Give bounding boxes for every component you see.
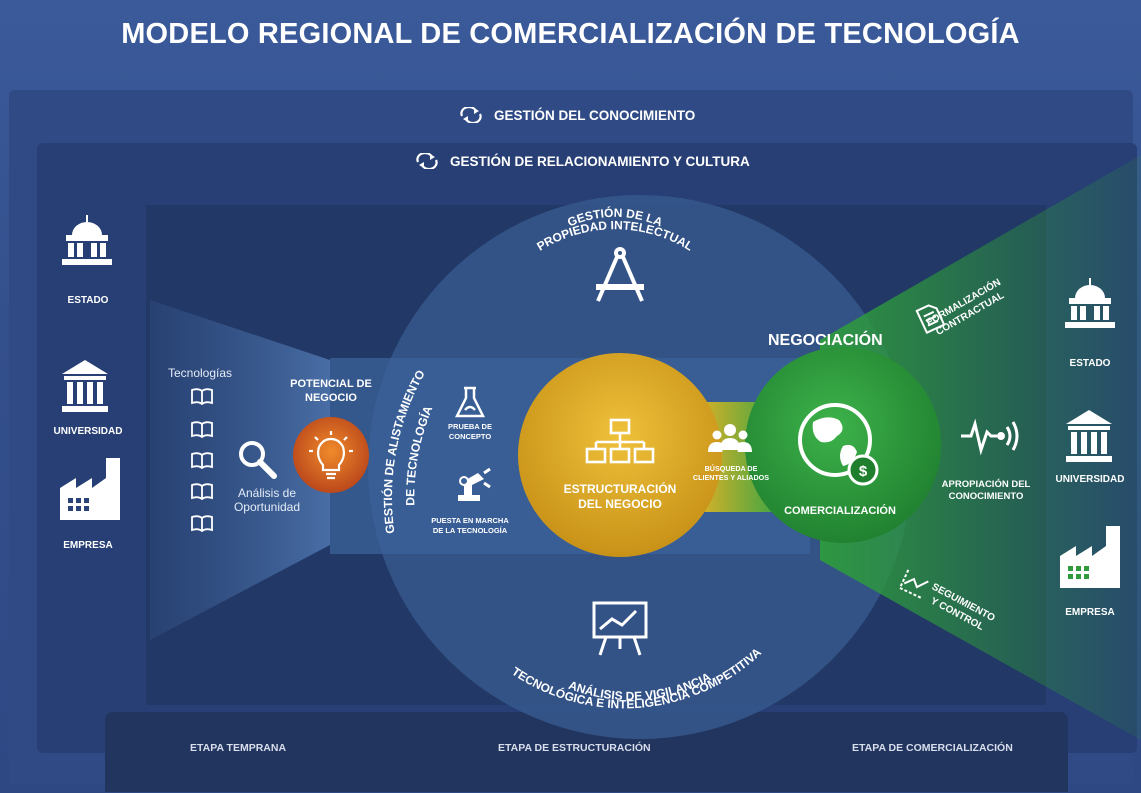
open-book-icon (191, 388, 213, 406)
government-building-icon (1065, 278, 1115, 328)
estructuracion-negocio-label: ESTRUCTURACIÓN DEL NEGOCIO (563, 482, 677, 511)
band-gestion-relacionamiento-label: GESTIÓN DE RELACIONAMIENTO Y CULTURA (450, 153, 750, 169)
factory-icon (60, 458, 120, 520)
factory-icon (1060, 526, 1120, 588)
signal-pulse-icon (961, 418, 1019, 456)
open-book-icon (191, 483, 213, 501)
apropiacion-conocimiento-label: APROPIACIÓN DEL CONOCIMIENTO (941, 479, 1031, 502)
robot-arm-icon (458, 467, 491, 501)
flask-icon (454, 386, 486, 418)
org-chart-icon (585, 418, 655, 464)
book-icons (191, 388, 213, 533)
right-empresa-label: EMPRESA (1065, 607, 1115, 618)
busqueda-clientes-label: BÚSQUEDA DE CLIENTES Y ALIADOS (692, 464, 770, 482)
trend-chart-icon (898, 569, 929, 600)
government-building-icon (62, 215, 112, 265)
potencial-negocio-label: POTENCIAL DE NEGOCIO (290, 378, 372, 404)
stage-estructuracion: ETAPA DE ESTRUCTURACIÓN (498, 742, 651, 754)
tecnologias-label: Tecnologías (167, 366, 233, 380)
business-structuring-circle (518, 353, 722, 557)
right-universidad-label: UNIVERSIDAD (1055, 474, 1125, 485)
business-potential-circle (293, 417, 369, 493)
svg-text:$: $ (859, 463, 868, 480)
cycle-arrows-icon (460, 107, 482, 123)
negociacion-label: NEGOCIACIÓN (768, 332, 883, 349)
commercialization-circle (745, 347, 941, 543)
magnifier-icon (239, 441, 277, 479)
university-columns-icon (1066, 410, 1112, 462)
prueba-concepto-label: PRUEBA DE CONCEPTO (448, 422, 492, 441)
presentation-board-icon (592, 601, 648, 656)
left-empresa-label: EMPRESA (63, 540, 113, 551)
cycle-arrows-icon (416, 153, 438, 169)
right-estado-label: ESTADO (1069, 358, 1111, 369)
band-gestion-conocimiento: GESTIÓN DEL CONOCIMIENTO (458, 107, 695, 123)
band-gestion-conocimiento-label: GESTIÓN DEL CONOCIMIENTO (494, 107, 696, 123)
stage-temprana: ETAPA TEMPRANA (190, 742, 287, 754)
left-universidad-label: UNIVERSIDAD (53, 426, 123, 437)
page-title: MODELO REGIONAL DE COMERCIALIZACIÓN DE T… (121, 18, 1020, 50)
stage-comercializacion: ETAPA DE COMERCIALIZACIÓN (852, 742, 1013, 754)
university-columns-icon (62, 360, 108, 412)
open-book-icon (191, 515, 213, 533)
drafting-compass-icon (596, 247, 644, 302)
people-group-icon (708, 424, 752, 452)
band-gestion-relacionamiento: GESTIÓN DE RELACIONAMIENTO Y CULTURA (414, 153, 750, 169)
open-book-icon (191, 421, 213, 439)
puesta-marcha-label: PUESTA EN MARCHA DE LA TECNOLOGÍA (431, 516, 509, 535)
lightbulb-icon (309, 431, 353, 480)
comercializacion-label: COMERCIALIZACIÓN (784, 505, 896, 517)
early-stage-funnel (150, 300, 330, 640)
left-estado-label: ESTADO (67, 295, 109, 306)
globe-money-icon: $ (798, 403, 879, 486)
document-icon (915, 304, 946, 335)
analisis-oportunidad-label: Análisis de Oportunidad (233, 486, 301, 514)
open-book-icon (191, 452, 213, 470)
